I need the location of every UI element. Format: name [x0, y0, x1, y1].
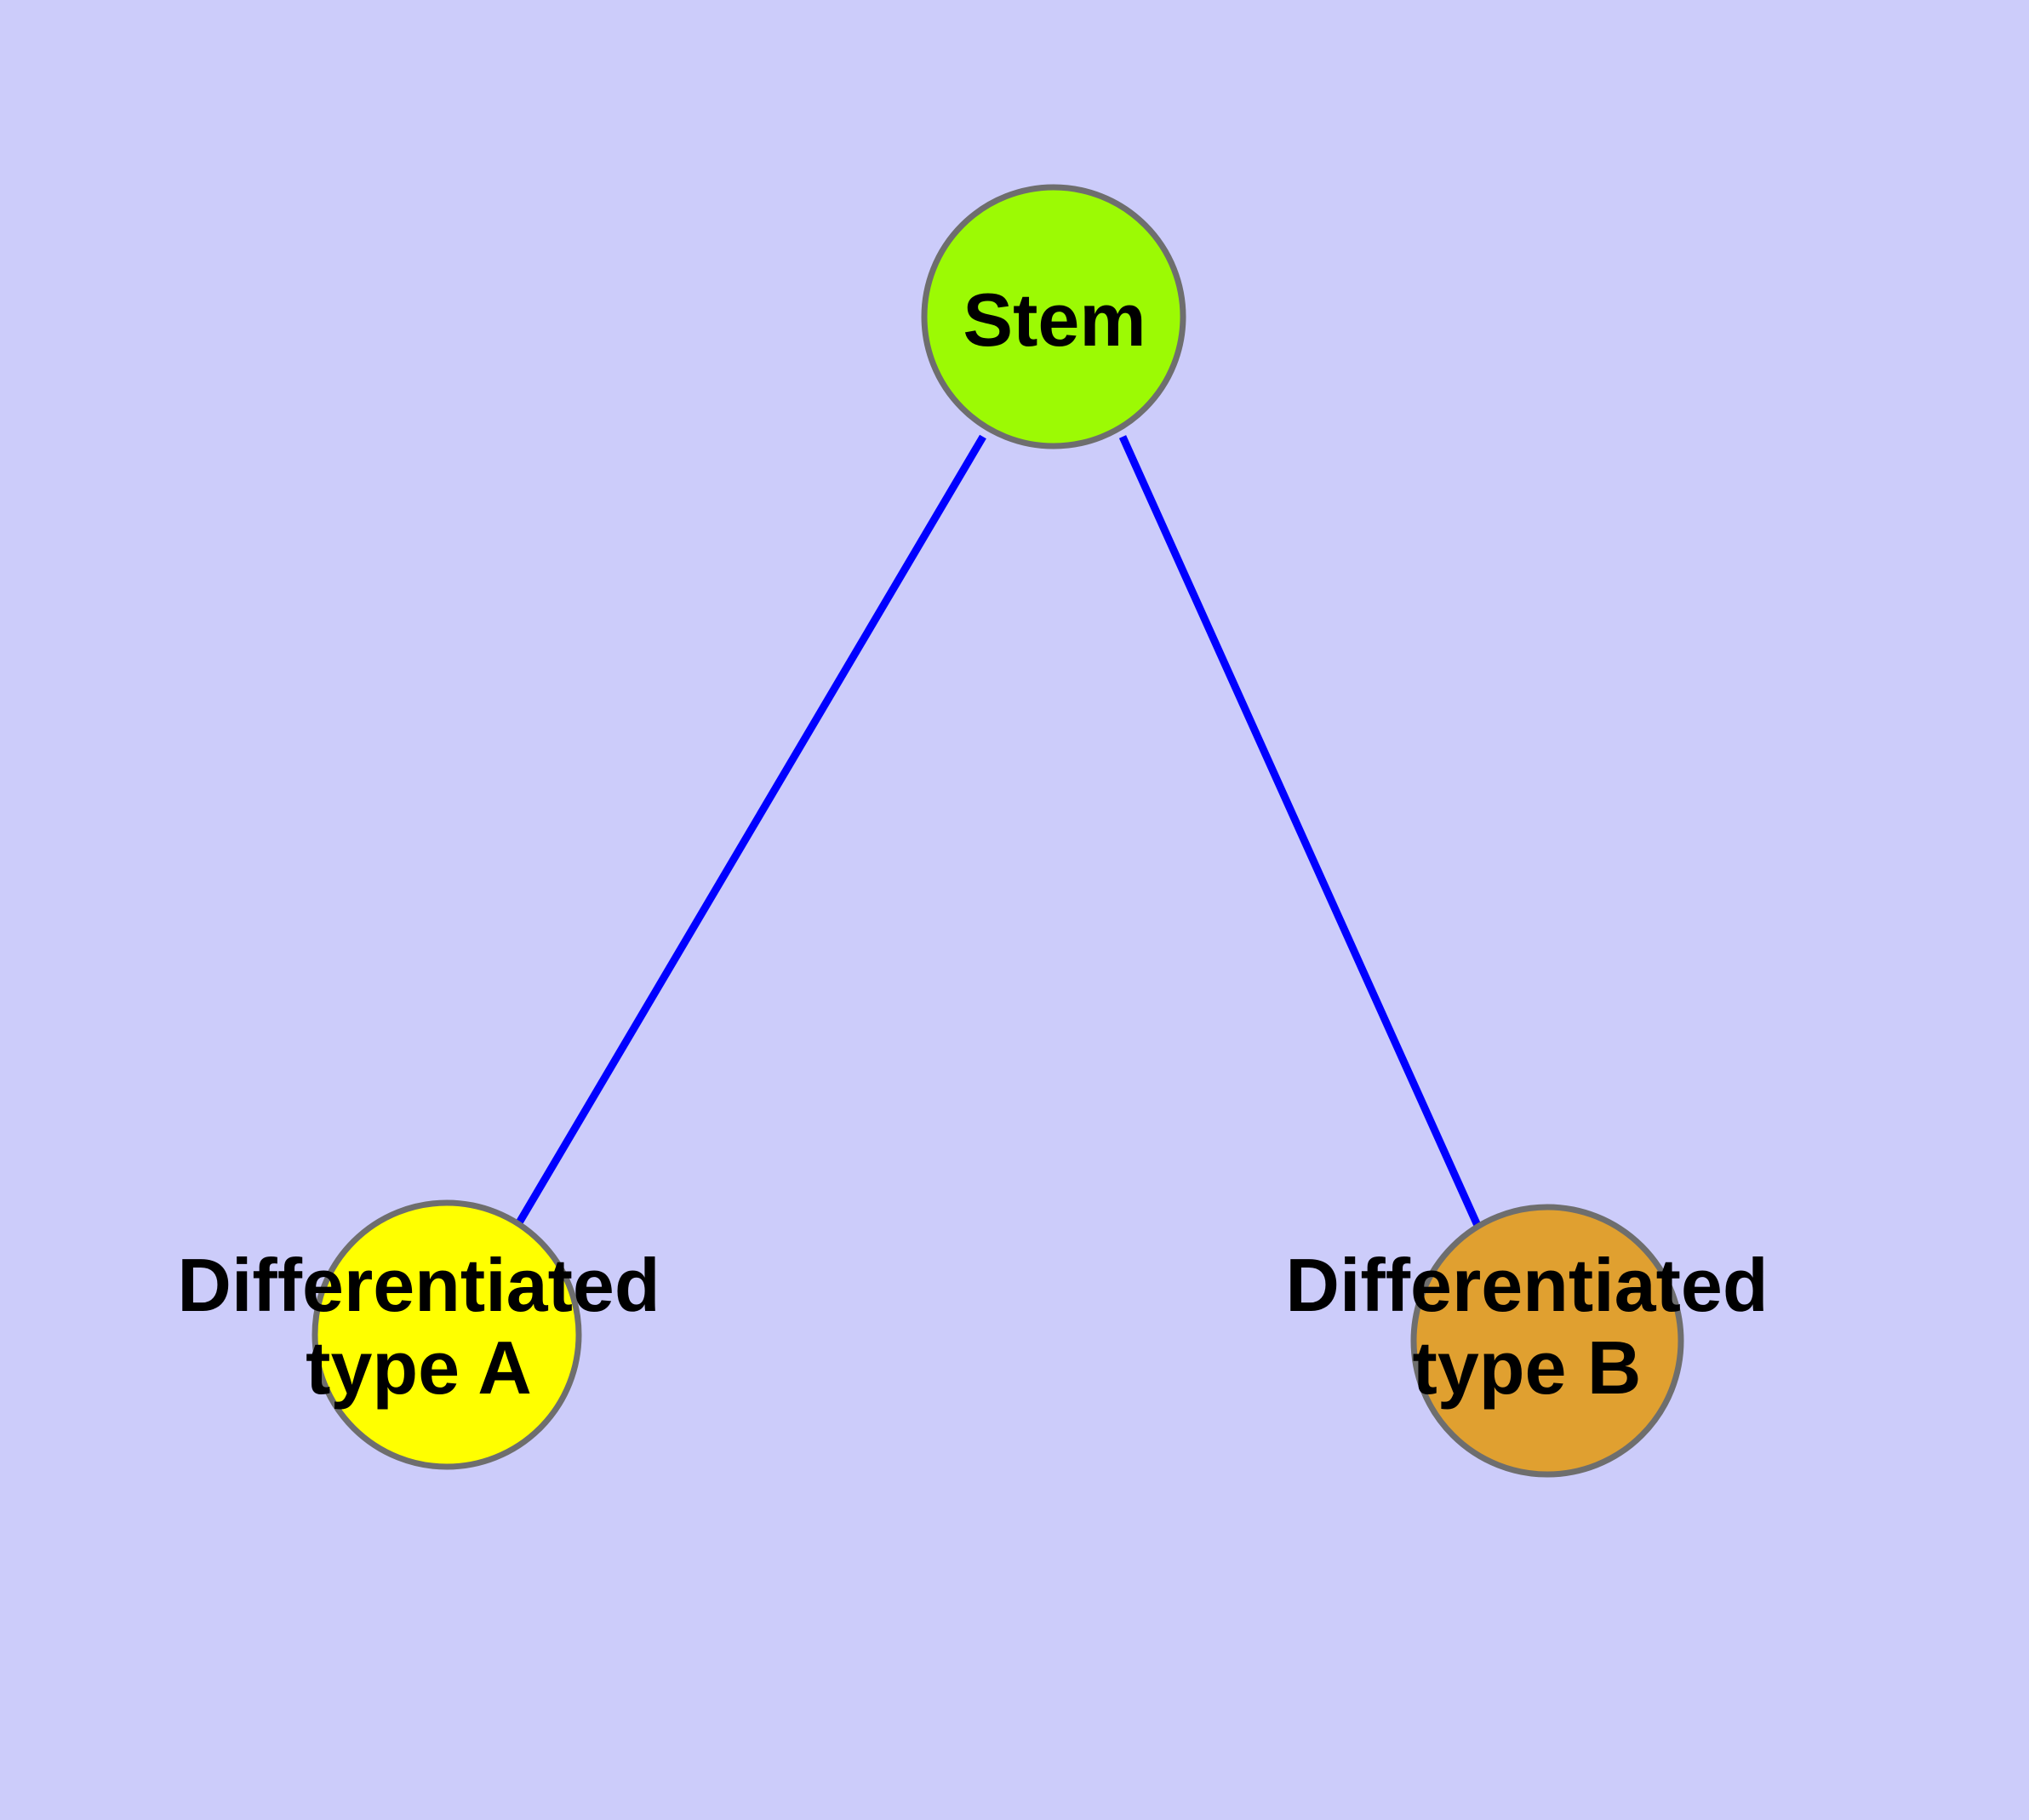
node-diff-a-circle[interactable]: [311, 1199, 582, 1470]
node-diff-b-circle[interactable]: [1410, 1204, 1684, 1478]
node-layer: [311, 184, 1684, 1478]
edge-stem-to-diff-a[interactable]: [515, 434, 986, 1227]
edge-layer: [515, 434, 1483, 1231]
edge-stem-to-diff-b[interactable]: [1118, 435, 1483, 1231]
node-stem-circle[interactable]: [921, 184, 1186, 449]
